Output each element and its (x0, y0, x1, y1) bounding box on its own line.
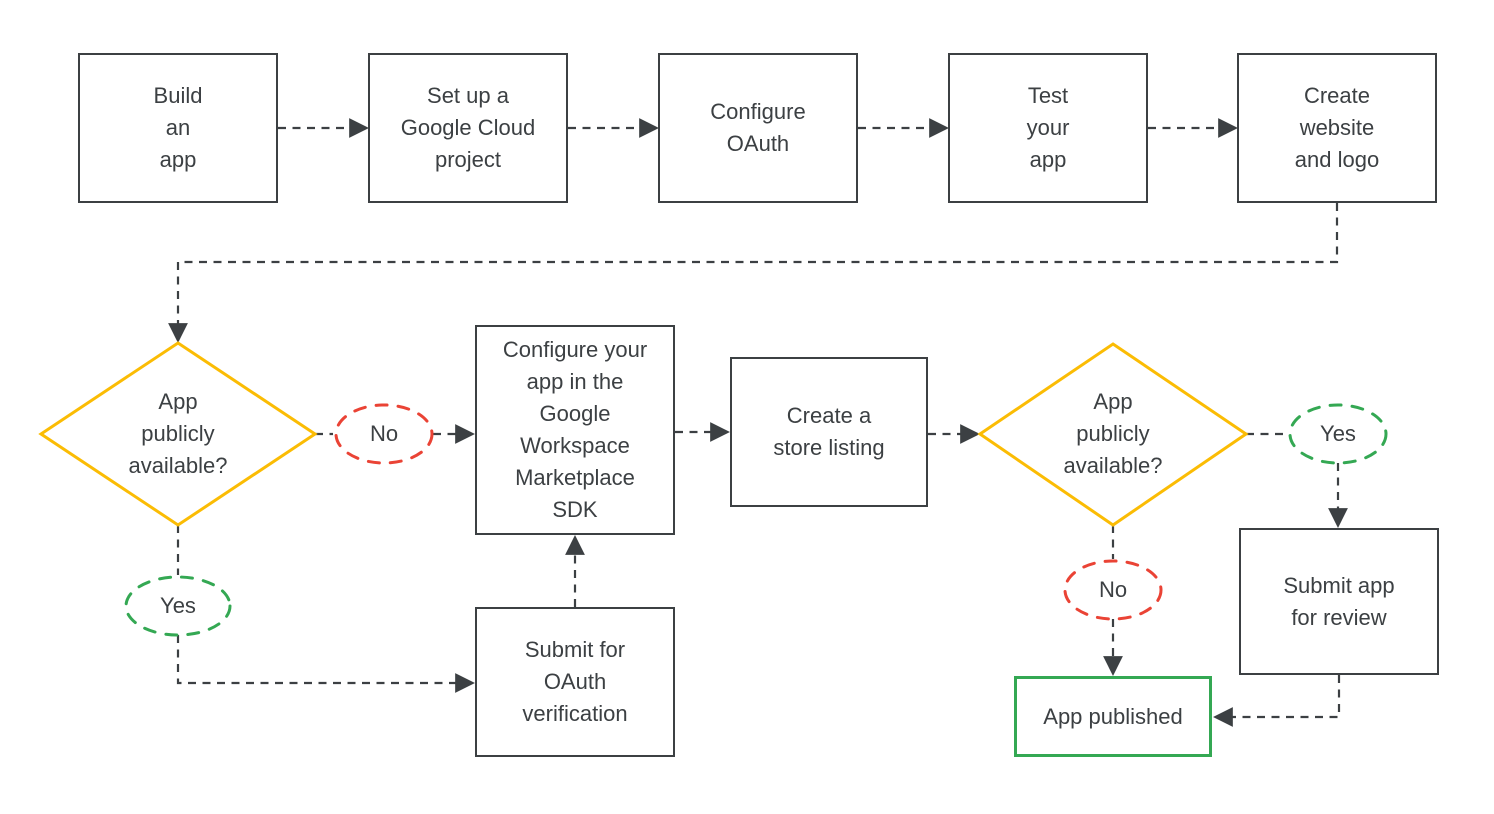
node-submit-review: Submit app for review (1239, 528, 1439, 675)
yes2-label: Yes (1320, 421, 1356, 446)
decision1-diamond (38, 341, 318, 527)
no1-oval (334, 403, 434, 465)
no2-label: No (1098, 577, 1128, 602)
no2-oval (1063, 559, 1163, 621)
node-store-listing: Create a store listing (730, 357, 928, 507)
no1-label: No (369, 421, 399, 446)
decision2-label: App publicly available? (1063, 389, 1163, 478)
node-setup-project: Set up a Google Cloud project (368, 53, 568, 203)
edge-yes1-to-submit-oauth (176, 635, 475, 693)
edge-website-to-decision1 (168, 203, 1339, 343)
yes1-oval (124, 575, 232, 637)
node-submit-oauth: Submit for OAuth verification (475, 607, 675, 757)
edge-review-to-published (1213, 675, 1341, 727)
yes2-oval (1288, 403, 1388, 465)
node-app-published: App published (1014, 676, 1212, 757)
node-build-app: Build an app (78, 53, 278, 203)
decision1-label: App publicly available? (128, 389, 228, 478)
node-configure-sdk: Configure your app in the Google Workspa… (475, 325, 675, 535)
node-test-app: Test your app (948, 53, 1148, 203)
node-create-website: Create website and logo (1237, 53, 1437, 203)
yes1-label: Yes (160, 593, 196, 618)
node-configure-oauth: Configure OAuth (658, 53, 858, 203)
decision2-diamond (977, 342, 1249, 527)
